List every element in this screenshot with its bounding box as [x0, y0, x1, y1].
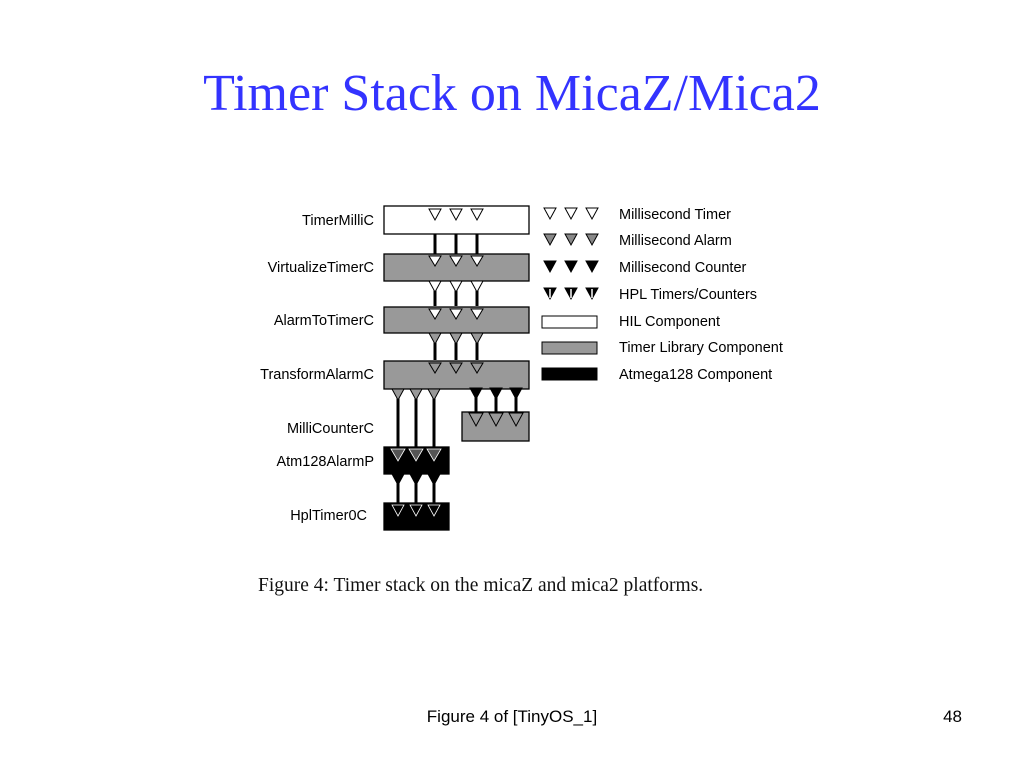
legend-black-box-icon [541, 367, 598, 381]
legend-label-millisecond-timer: Millisecond Timer [619, 207, 731, 223]
component-label-hpltimer0c: HplTimer0C [290, 508, 367, 524]
atm128-inner-triangles [390, 448, 442, 462]
component-label-timermillic: TimerMilliC [302, 213, 374, 229]
legend-black-triangle-icon [543, 260, 599, 274]
footer-source: Figure 4 of [TinyOS_1] [426, 707, 598, 726]
legend-white-box-icon [541, 315, 598, 329]
timer-stack-diagram: TimerMilliC VirtualizeTimerC AlarmToTime… [260, 205, 783, 531]
component-label-millicounterc: MilliCounterC [287, 421, 374, 437]
legend-white-triangle-icon [543, 207, 599, 221]
legend-label-atmega128-component: Atmega128 Component [619, 367, 772, 383]
legend-hpl-triangle-icon [543, 287, 599, 301]
figure-caption: Figure 4: Timer stack on the micaZ and m… [258, 575, 704, 596]
millisecond-counter-triangles [469, 387, 523, 401]
component-label-virtualizetimerc: VirtualizeTimerC [268, 260, 374, 276]
legend-gray-box-icon [541, 341, 598, 355]
component-label-atm128alarmp: Atm128AlarmP [276, 454, 374, 470]
legend-label-hpl-timers-counters: HPL Timers/Counters [619, 287, 757, 303]
hpl-triangles-inner [391, 504, 441, 517]
page-number: 48 [943, 707, 962, 726]
legend-gray-triangle-icon [543, 233, 599, 247]
millisecond-alarm-triangles [391, 332, 524, 428]
component-label-transformalarmc: TransformAlarmC [260, 367, 374, 383]
slide-title: Timer Stack on MicaZ/Mica2 [203, 65, 821, 122]
legend-label-timer-library-component: Timer Library Component [619, 340, 783, 356]
millisecond-timer-triangles [428, 208, 484, 294]
component-label-alarmtotimerc: AlarmToTimerC [274, 313, 374, 329]
hpl-triangles [391, 473, 441, 487]
legend-label-hil-component: HIL Component [619, 314, 720, 330]
legend-label-millisecond-alarm: Millisecond Alarm [619, 233, 732, 249]
millisecond-timer-triangles-inner [428, 255, 484, 320]
legend-symbols [541, 207, 599, 381]
legend-label-millisecond-counter: Millisecond Counter [619, 260, 747, 276]
timermillic-box [383, 205, 530, 235]
